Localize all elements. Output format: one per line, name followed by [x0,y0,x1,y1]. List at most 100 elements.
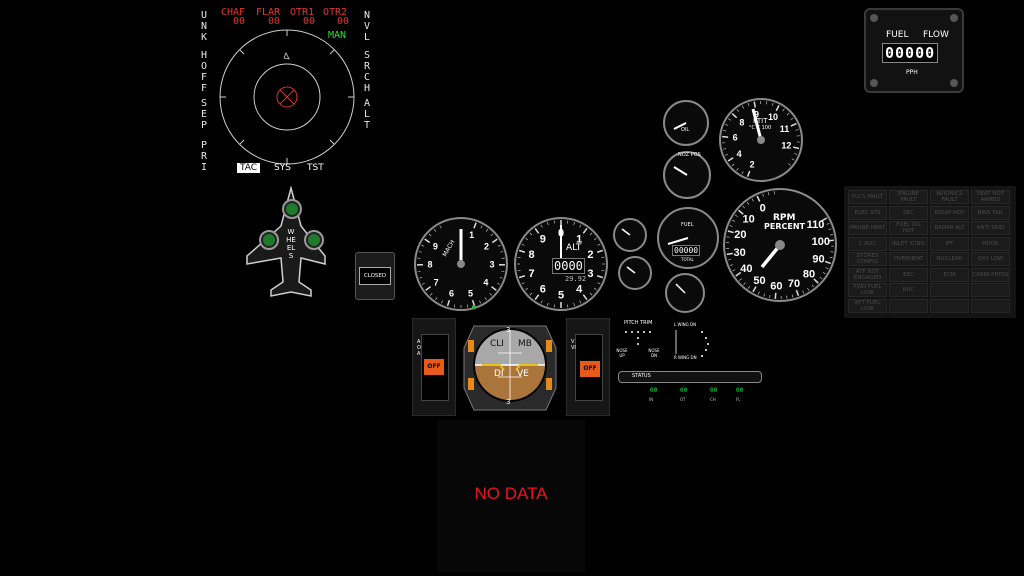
rpm-tick [829,256,833,259]
status-value-2: 00 [710,387,718,394]
fuel-flow-label-left: FUEL [886,30,909,40]
rpm-tick [819,276,823,280]
rwr-tac-button[interactable]: TAC [237,163,261,173]
ftit-tick [794,153,798,155]
altimeter-tick-label: 2 [587,249,593,261]
rwr-alt-button[interactable]: A L T [363,98,371,131]
rwr-srch-button[interactable]: S R C H [363,50,371,94]
trim-nose-up: NOSE UP [616,348,628,358]
caution-light: ANTI SKID [971,221,1010,235]
airspeed-tick-label: 6 [449,289,454,299]
mfd-screen: NO DATA [437,420,585,572]
attitude-indicator: CLI MB DI VE 3 3 [460,318,560,416]
airspeed-tick [439,225,442,229]
caution-light [930,298,969,313]
hydraulic-b-gauge [618,256,652,290]
altimeter-tick-label: 8 [528,249,534,261]
ftit-tick [788,163,791,166]
altimeter-tick-label: 5 [558,290,564,302]
ftit-tick [731,113,738,119]
adi-climb-label-a: CLI [490,339,504,349]
airspeed-tick-label: 2 [484,241,489,251]
altimeter-tick [579,300,582,304]
ftit-tick [793,146,800,150]
airspeed-tick [497,282,501,285]
status-cell-0: IN [649,397,654,402]
altimeter-tick [534,294,540,301]
airspeed-tick [489,293,493,296]
rpm-tick [729,225,733,227]
caution-light: PROBE HEAT [848,221,887,235]
fuel-flow-indicator: FUEL FLOW 00000 PPH [864,8,964,93]
rwr-sys-button[interactable]: SYS [274,163,291,173]
rwr-hoff-button[interactable]: H O F F [200,50,208,94]
fuel-qty-label: FUEL [681,222,694,228]
ftit-tick-label: 2 [750,159,755,169]
trim-left-wing: L WING DN [674,322,697,327]
airspeed-tick [433,229,437,232]
ftit-tick [736,167,739,171]
rpm-tick-label: 30 [733,247,745,259]
rwr-unk-button[interactable]: U N K [200,10,208,43]
rpm-tick-label: 20 [734,229,746,241]
status-cell-3: FL [736,397,741,402]
airspeed-tick [428,233,432,237]
rwr-pri-button[interactable]: P R I [200,140,208,173]
rpm-tick [824,260,831,265]
ftit-tick [722,135,729,138]
rpm-tick [829,234,834,236]
rpm-tick [827,239,834,242]
rwr-sep-button[interactable]: S E P [200,98,208,131]
rpm-tick [729,264,733,266]
altimeter-tick [540,224,543,228]
altimeter-label: ALT [566,243,582,253]
caution-light: FLCS FAULT [848,190,887,204]
ftit-tick [786,112,790,116]
rpm-tick [828,228,832,230]
rpm-tick-label: 80 [803,269,815,281]
ftit-tick [782,108,785,112]
ftit-tick [753,101,757,108]
trim-indicator-icon [625,330,709,357]
caution-light: ELEC SYS [848,205,887,220]
rpm-tick [795,289,800,296]
altimeter-tick [573,222,575,226]
rwr-nvl-button[interactable]: N V L [363,10,371,43]
airspeed-tick [501,270,505,272]
caution-light: OVERHEAT [889,252,928,266]
ftit-tick-label: 6 [733,133,738,143]
ftit-tick [725,124,729,126]
ftit-tick [725,153,729,156]
fuel-qty-total: 00000 [672,245,701,256]
fuel-flow-label-right: FLOW [923,30,949,40]
rpm-tick-label: 100 [812,236,830,248]
rpm-tick [769,294,771,299]
airspeed-tick [490,233,494,237]
hydraulic-a-gauge [613,218,647,252]
aoa-label: AOA [417,339,421,357]
ftit-tick [741,171,744,175]
fuel-qty-total-label: TOTAL [681,257,694,262]
airspeed-tick [473,222,477,229]
ftit-tick [728,118,732,121]
ftit-tick [747,103,750,107]
trim-right-wing: R WING DN [674,355,697,360]
airspeed-tick [419,276,423,279]
no-data-label: NO DATA [474,484,548,503]
status-panel: STATUS 00 00 00 00 IN OT CH FL [618,371,762,405]
rwr-chaff-count: 00 [233,16,246,27]
trim-nose-down: NOSE DN [648,348,660,358]
rpm-tick [743,282,746,286]
hook-indicator-label: CLOSED [359,267,391,285]
caution-light: STORES CONFIG [848,252,887,266]
rpm-tick [762,193,764,197]
rpm-tick [734,214,738,217]
ftit-tick [723,148,727,150]
airspeed-tick [485,229,489,232]
rwr-display: CHAF FLAR OTR1 OTR2 00 00 00 00 MAN U N … [195,5,380,180]
rpm-subtitle: PERCENT [764,222,805,231]
caution-light: NWS FAIL [971,205,1010,220]
rwr-tst-button[interactable]: TST [307,163,324,173]
airspeed-tick [479,300,482,304]
rpm-tick [821,217,828,222]
